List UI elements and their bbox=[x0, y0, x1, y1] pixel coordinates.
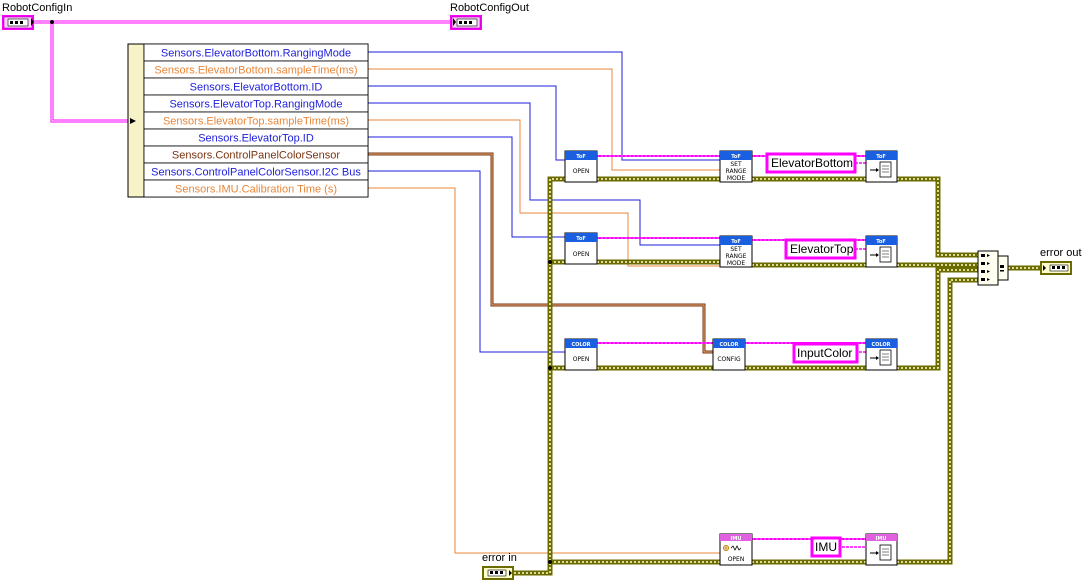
unbundle-row-label[interactable]: Sensors.ElevatorBottom.RangingMode bbox=[161, 48, 351, 60]
error-in-label: error in bbox=[482, 552, 517, 564]
refnum-wire bbox=[368, 152, 713, 354]
vi-body: OPEN bbox=[573, 251, 590, 258]
error-in-terminal[interactable]: error in bbox=[482, 552, 517, 580]
imu-open-vi[interactable]: IMU OPEN bbox=[719, 533, 753, 566]
robot-config-out-terminal[interactable]: RobotConfigOut bbox=[450, 2, 529, 30]
vi-body-3: MODE bbox=[727, 260, 746, 267]
gyro-icon bbox=[723, 545, 742, 551]
color-open-vi[interactable]: COLOR OPEN bbox=[564, 338, 598, 371]
double-wires bbox=[368, 68, 720, 554]
string-constant-elevator-top[interactable]: ElevatorTop bbox=[784, 238, 857, 260]
color-config-vi[interactable]: COLOR CONFIG bbox=[712, 338, 746, 371]
robot-config-in-terminal[interactable]: RobotConfigIn bbox=[2, 2, 72, 30]
string-value: ElevatorBottom bbox=[771, 156, 853, 170]
vi-title: IMU bbox=[876, 536, 887, 542]
string-value: InputColor bbox=[797, 346, 852, 360]
string-value: ElevatorTop bbox=[790, 242, 854, 256]
vi-title: ToF bbox=[731, 239, 741, 245]
vi-title: COLOR bbox=[871, 342, 890, 348]
cluster-wire-centers bbox=[34, 21, 450, 122]
vi-body-2: RANGE bbox=[726, 253, 747, 260]
vi-body: OPEN bbox=[728, 556, 745, 563]
vi-title: COLOR bbox=[719, 342, 738, 348]
unbundle-row-label[interactable]: Sensors.ElevatorTop.RangingMode bbox=[169, 99, 342, 111]
vi-title: ToF bbox=[876, 154, 886, 160]
error-out-label: error out bbox=[1040, 247, 1082, 259]
unbundle-row-label[interactable]: Sensors.ElevatorBottom.sampleTime(ms) bbox=[154, 65, 357, 77]
string-constant-imu[interactable]: IMU bbox=[810, 536, 842, 558]
string-value: IMU bbox=[815, 540, 837, 554]
vi-title: ToF bbox=[876, 239, 886, 245]
vi-body-2: RANGE bbox=[726, 168, 747, 175]
unbundle-by-name[interactable]: Sensors.ElevatorBottom.RangingModeSensor… bbox=[127, 43, 369, 198]
vi-body-1: SET bbox=[730, 161, 742, 168]
vi-title: ToF bbox=[576, 154, 586, 160]
tof-set-range-mode-vi-2[interactable]: ToF SET RANGE MODE bbox=[719, 235, 753, 268]
vi-body-3: MODE bbox=[727, 175, 746, 182]
vi-body: CONFIG bbox=[717, 356, 741, 363]
wire-junctions bbox=[50, 20, 552, 564]
int32-wires bbox=[368, 51, 720, 353]
merge-errors-node[interactable] bbox=[977, 250, 1009, 286]
document-arrow-icon bbox=[870, 349, 892, 366]
document-arrow-icon bbox=[870, 161, 892, 178]
tof-open-vi-2[interactable]: ToF OPEN bbox=[564, 232, 598, 265]
tof-set-range-mode-vi-1[interactable]: ToF SET RANGE MODE bbox=[719, 150, 753, 183]
tof-refnum-registry-vi-2[interactable]: ToF bbox=[865, 235, 898, 268]
merge-error-inputs bbox=[981, 254, 990, 281]
unbundle-row-label[interactable]: Sensors.ElevatorBottom.ID bbox=[190, 82, 323, 94]
robot-config-in-label: RobotConfigIn bbox=[2, 2, 72, 14]
tof-refnum-registry-vi-1[interactable]: ToF bbox=[865, 150, 898, 183]
string-constant-elevator-bottom[interactable]: ElevatorBottom bbox=[765, 152, 857, 174]
imu-refnum-registry-vi[interactable]: IMU bbox=[865, 533, 898, 566]
cluster-wire-to-unbundle bbox=[50, 22, 128, 123]
vi-body-1: SET bbox=[730, 246, 742, 253]
vi-title: IMU bbox=[731, 536, 742, 542]
vi-title: ToF bbox=[576, 236, 586, 242]
document-arrow-icon bbox=[870, 544, 892, 561]
vi-title: ToF bbox=[731, 154, 741, 160]
unbundle-row-box bbox=[143, 179, 369, 198]
tof-open-vi-1[interactable]: ToF OPEN bbox=[564, 150, 598, 183]
unbundle-row-label[interactable]: Sensors.ElevatorTop.sampleTime(ms) bbox=[163, 116, 349, 128]
vi-body: OPEN bbox=[573, 168, 590, 175]
robot-config-out-label: RobotConfigOut bbox=[450, 2, 529, 14]
vi-body: OPEN bbox=[573, 356, 590, 363]
vi-title: COLOR bbox=[571, 342, 590, 348]
color-refnum-registry-vi[interactable]: COLOR bbox=[865, 338, 898, 371]
unbundle-row-label[interactable]: Sensors.ControlPanelColorSensor.I2C Bus bbox=[151, 167, 361, 179]
document-arrow-icon bbox=[870, 246, 892, 263]
unbundle-row-label[interactable]: Sensors.ControlPanelColorSensor bbox=[172, 150, 340, 162]
error-out-terminal[interactable]: error out bbox=[1040, 247, 1082, 275]
unbundle-row-label[interactable]: Sensors.ElevatorTop.ID bbox=[198, 133, 314, 145]
unbundle-row-label[interactable]: Sensors.IMU.Calibration Time (s) bbox=[175, 184, 337, 196]
string-constant-input-color[interactable]: InputColor bbox=[792, 342, 859, 364]
